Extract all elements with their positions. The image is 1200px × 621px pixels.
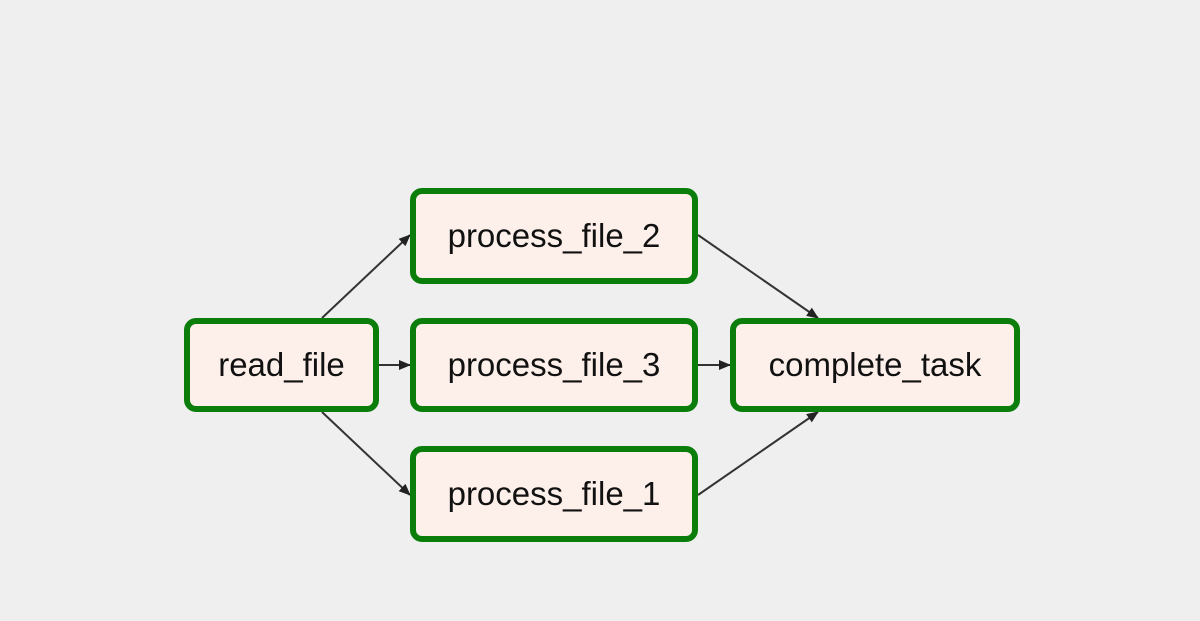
edge-process-file-1-to-complete-task: [697, 411, 819, 496]
node-process-file-2[interactable]: process_file_2: [410, 188, 698, 284]
edge-read-file-to-process-file-1: [321, 411, 411, 496]
node-process-file-3[interactable]: process_file_3: [410, 318, 698, 412]
node-process-file-1[interactable]: process_file_1: [410, 446, 698, 542]
node-complete-task[interactable]: complete_task: [730, 318, 1020, 412]
node-read-file[interactable]: read_file: [184, 318, 379, 412]
edge-process-file-2-to-complete-task: [697, 234, 819, 319]
edge-read-file-to-process-file-2: [321, 234, 411, 319]
